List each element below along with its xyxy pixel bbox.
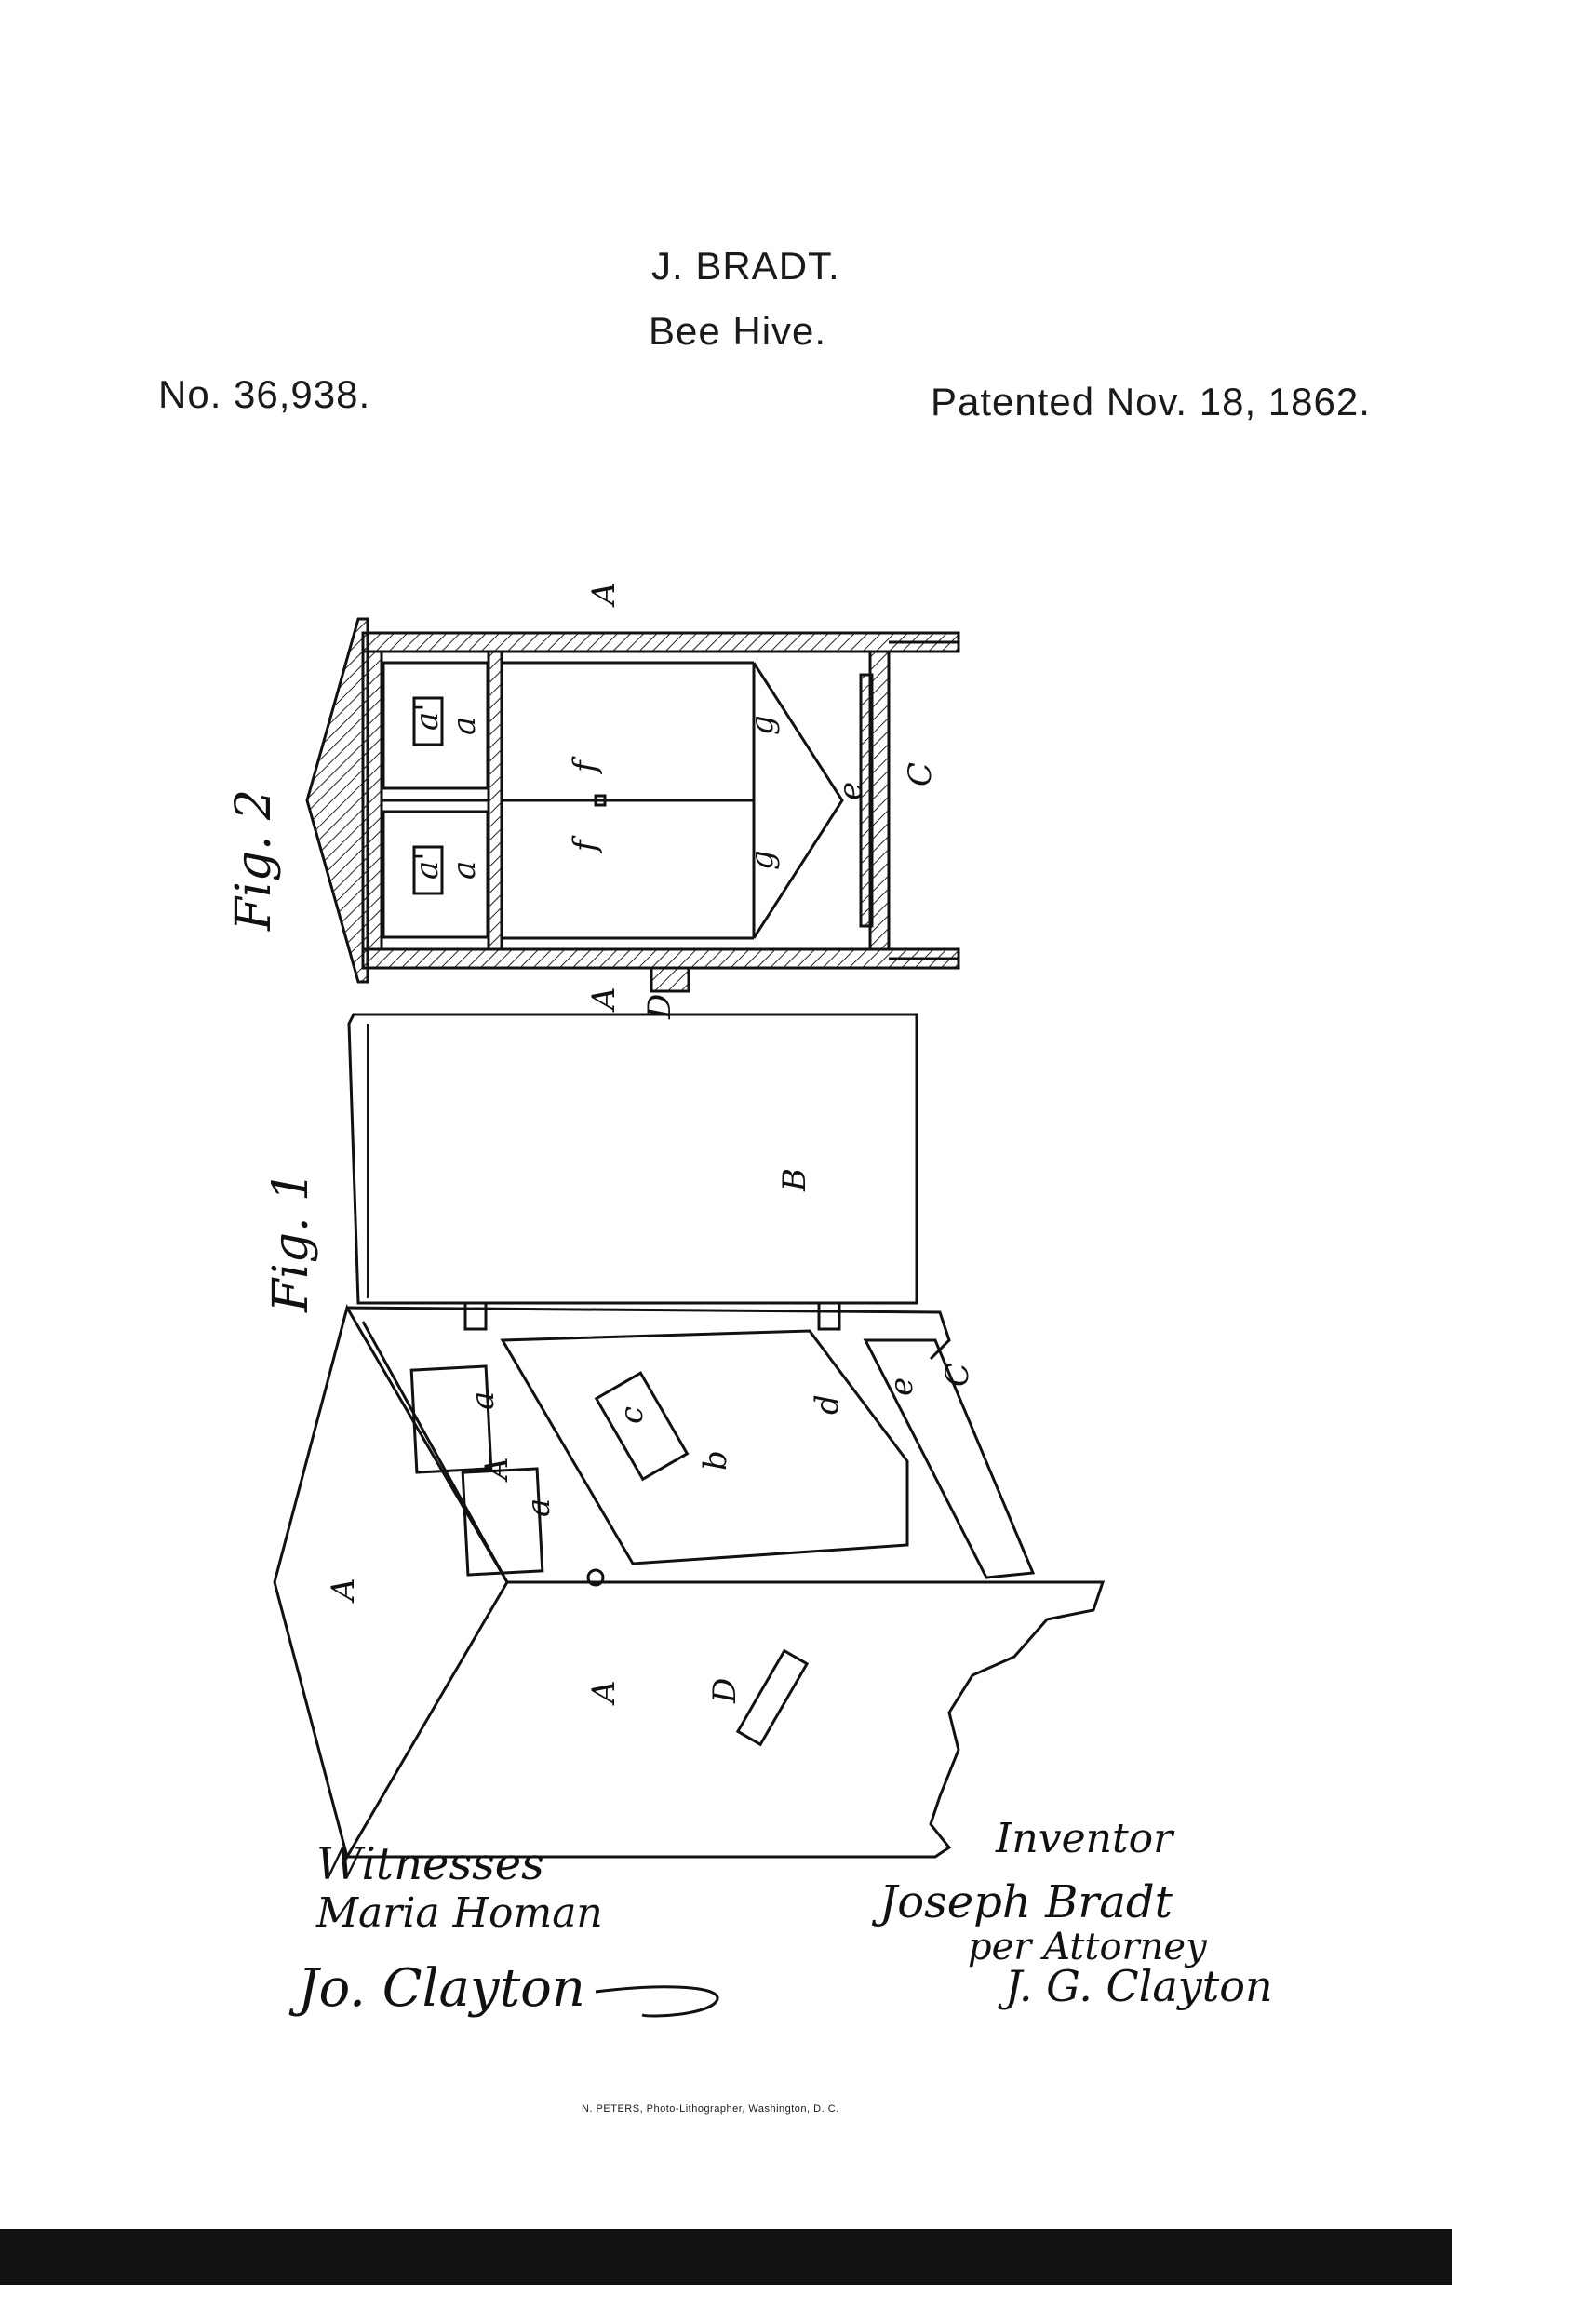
- fig1-hinge-2: [817, 1301, 841, 1331]
- fig2-handle-d: [650, 966, 690, 993]
- letter-a-fig1-2: a: [520, 1498, 557, 1517]
- witness-2-flourish: [595, 1985, 719, 2018]
- patent-number: No. 36,938.: [158, 372, 371, 416]
- fig1-body-outline: [347, 1580, 1106, 1859]
- fig1-box-a-lower: [461, 1467, 544, 1577]
- inventor-signature: Joseph Bradt: [871, 1876, 1173, 1928]
- reference-letters: A A D a a a' a' f f g g e C B a a c b d …: [325, 582, 976, 1706]
- fig1-label: Fig. 1: [263, 1171, 319, 1313]
- letter-e-fig1: e: [883, 1377, 920, 1396]
- witness-1-signature: Maria Homan: [315, 1889, 603, 1937]
- fig1-perspective-view: [273, 1013, 1106, 1861]
- letter-g-1: g: [744, 715, 781, 735]
- figure-labels: Fig. 2 Fig. 1: [226, 789, 319, 1313]
- attorney-signature: J. G. Clayton: [998, 1961, 1273, 2011]
- fig1-handle-d: [735, 1648, 810, 1747]
- letter-a-fig1-1: a: [464, 1391, 502, 1410]
- fig2-box-lower: [382, 810, 489, 939]
- patent-date: Patented Nov. 18, 1862.: [931, 380, 1371, 423]
- letter-A-top: A: [585, 582, 623, 608]
- letter-g-2: g: [744, 850, 781, 870]
- fig2-label: Fig. 2: [226, 789, 282, 932]
- letter-C-fig1: C: [939, 1363, 976, 1387]
- fig2-glass-upper: [412, 696, 444, 746]
- patent-title: Bee Hive.: [649, 309, 827, 353]
- witness-2-signature: Jo. Clayton: [288, 1958, 585, 2019]
- inventor-name: J. BRADT.: [651, 244, 840, 288]
- letter-C-fig2: C: [902, 762, 939, 786]
- letter-A-side: A: [585, 1680, 623, 1706]
- fig1-frame-b: [500, 1329, 909, 1565]
- letter-a1-2: a': [409, 852, 446, 880]
- letter-D-fig1: D: [706, 1678, 744, 1704]
- signatures: Maria Homan Jo. Clayton Joseph Bradt per…: [288, 1876, 1273, 2019]
- fig1-door-b: [347, 1013, 918, 1305]
- fig2-drawer: [859, 673, 874, 928]
- fig1-latch: [586, 1568, 605, 1587]
- fig2-glass-lower: [412, 845, 444, 895]
- per-attorney: per Attorney: [968, 1926, 1208, 1968]
- fig1-hinge-1: [463, 1301, 488, 1331]
- printer-credit: N. PETERS, Photo-Lithographer, Washingto…: [582, 2103, 839, 2115]
- fig2-left-wall: [361, 650, 383, 951]
- letter-e-fig2: e: [832, 782, 869, 800]
- letter-b-fig1: b: [697, 1450, 734, 1471]
- letter-A-roof-1: A: [478, 1457, 516, 1483]
- inventor-label: Inventor: [996, 1815, 1173, 1862]
- letter-a-1: a: [446, 717, 483, 735]
- letter-a1-1: a': [409, 703, 446, 731]
- fig1-rail-c: [863, 1338, 1036, 1579]
- bottom-scan-bar: [0, 2229, 1452, 2285]
- fig2-roof: [305, 617, 369, 984]
- letter-d-fig1: d: [809, 1394, 846, 1415]
- letter-A-bottom: A: [585, 987, 623, 1013]
- letter-a-2: a: [446, 861, 483, 880]
- letter-D-fig2: D: [641, 994, 678, 1020]
- witnesses-label: Witnesses: [316, 1838, 544, 1890]
- fig2-partition: [487, 650, 503, 951]
- fig1-roof: [273, 1304, 509, 1861]
- fig2-bottom-wall: [361, 947, 960, 970]
- letter-f-2: f: [567, 835, 604, 854]
- fig1-glass-c: [594, 1371, 690, 1482]
- letter-B: B: [776, 1168, 813, 1192]
- letter-A-roof-2: A: [325, 1578, 362, 1604]
- fig1-box-a-upper: [409, 1364, 493, 1474]
- letter-c-fig1: c: [613, 1406, 650, 1424]
- fig2-guide-g: [752, 662, 844, 939]
- fig2-section-view: [305, 617, 960, 993]
- fig2-box-upper: [382, 661, 489, 790]
- letter-f-1: f: [567, 756, 604, 775]
- fig2-top-wall: [361, 631, 960, 653]
